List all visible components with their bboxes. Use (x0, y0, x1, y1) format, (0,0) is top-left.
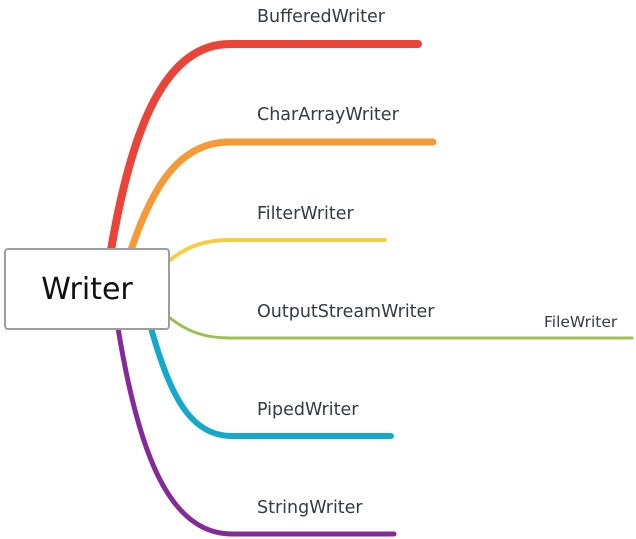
branch-connector-chararraywriter (127, 138, 437, 254)
branch-label-bufferedwriter[interactable]: BufferedWriter (257, 7, 386, 27)
branch-connector-pipedwriter (148, 325, 394, 439)
branch-label-outputstreamwriter[interactable]: OutputStreamWriter (257, 302, 435, 322)
branch-connector-stringwriter (115, 325, 397, 537)
branch-label-pipedwriter[interactable]: PipedWriter (257, 400, 359, 420)
branch-connector-outputstreamwriter (168, 316, 634, 340)
branch-connector-filterwriter (168, 238, 387, 262)
branch-label-chararraywriter[interactable]: CharArrayWriter (257, 105, 399, 125)
branch-label-filterwriter[interactable]: FilterWriter (257, 204, 354, 224)
root-node-label: Writer (41, 271, 133, 307)
branch-connector-bufferedwriter (107, 40, 422, 254)
sub-label-filewriter[interactable]: FileWriter (544, 313, 618, 331)
branch-label-stringwriter[interactable]: StringWriter (257, 498, 363, 518)
root-node[interactable]: Writer (4, 248, 170, 330)
